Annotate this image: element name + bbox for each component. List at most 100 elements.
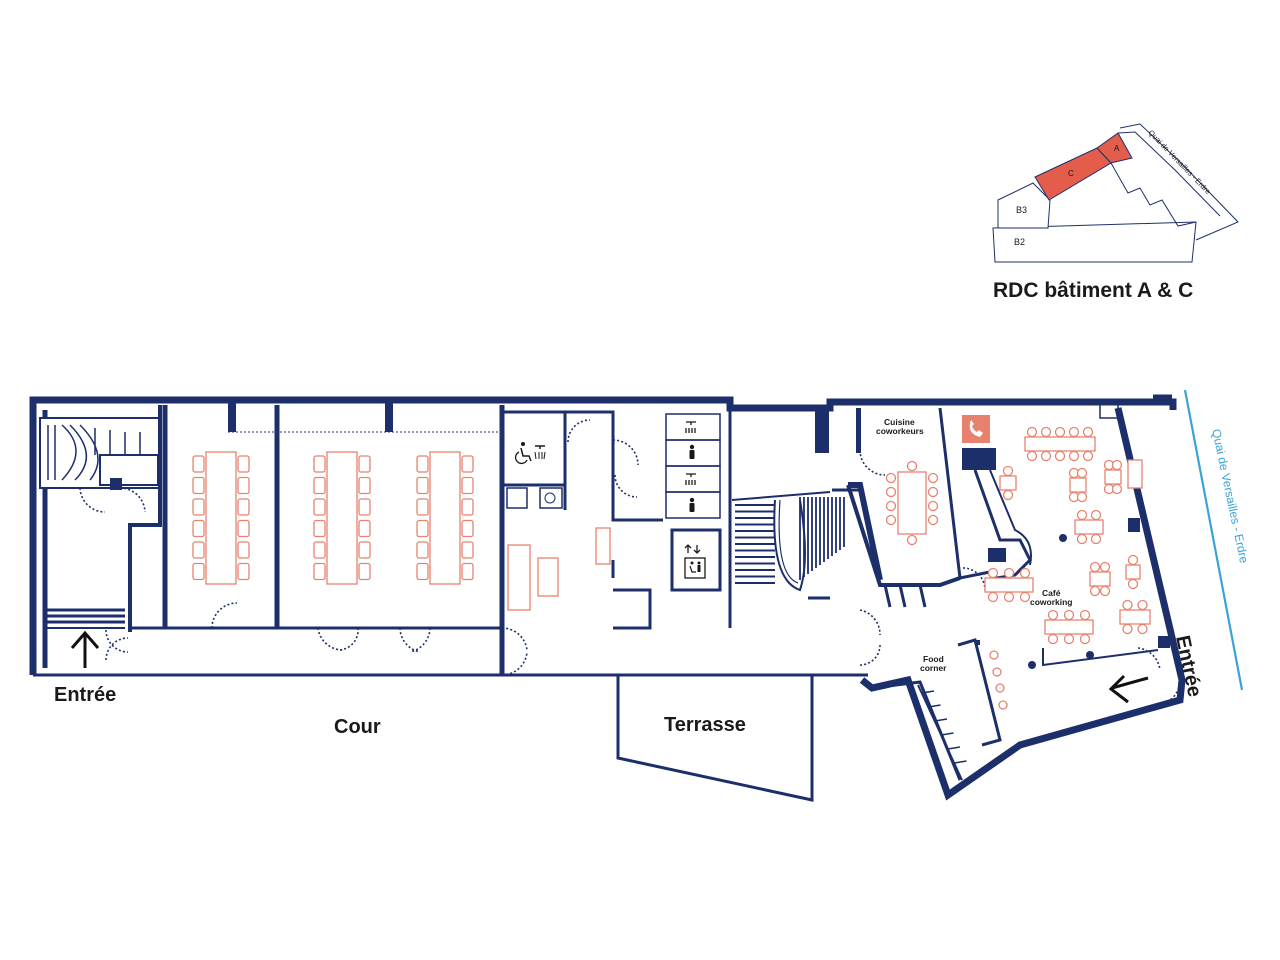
accessible-shower-icon — [515, 442, 546, 464]
cafe-chair — [1068, 450, 1080, 462]
cafe-chair — [1082, 426, 1094, 438]
chair — [237, 476, 250, 495]
chair — [192, 519, 205, 538]
cafe-chair — [906, 460, 918, 472]
chair — [416, 519, 429, 538]
cafe-chair — [1003, 591, 1015, 603]
cafe-chair — [1076, 491, 1088, 503]
chair — [461, 519, 474, 538]
cafe-chair — [1079, 609, 1091, 621]
cafe-chair — [1090, 509, 1102, 521]
chair — [192, 562, 205, 581]
cafe-label-line1: Café — [1042, 588, 1061, 598]
chair — [358, 519, 371, 538]
cafe-table — [984, 577, 1034, 593]
meeting-rooms — [130, 402, 505, 675]
counter-mark — [928, 704, 941, 708]
elevator-icon — [684, 544, 706, 579]
cafe-chair — [1026, 426, 1038, 438]
cafe-chair — [885, 500, 897, 512]
cafe-chair — [1137, 623, 1148, 635]
person-icon — [689, 444, 695, 512]
shower-icon — [685, 421, 696, 485]
cafe-chair — [1054, 426, 1066, 438]
entrance-arrow-icon — [70, 630, 100, 668]
chair — [313, 476, 326, 495]
cafe-table — [1125, 564, 1141, 580]
central-staircase — [731, 408, 861, 600]
cafe-chair — [1003, 567, 1015, 579]
cafe-chair — [1089, 585, 1101, 597]
cafe-furniture — [885, 426, 1151, 710]
entrance-arrow-icon — [1108, 674, 1149, 704]
cafe-chair — [927, 486, 939, 498]
cafe-table — [999, 475, 1017, 491]
cafe-table — [1069, 477, 1087, 493]
chair — [237, 455, 250, 473]
cafe-chair — [987, 567, 999, 579]
food-label-line1: Food — [923, 654, 944, 664]
chair — [192, 476, 205, 495]
chair — [358, 498, 371, 516]
entrance-label-left: Entrée — [54, 684, 116, 706]
bar-stool — [992, 667, 1002, 677]
cafe-chair — [1079, 633, 1091, 645]
cafe-table — [1104, 469, 1122, 485]
cafe-chair — [1076, 467, 1088, 479]
cafe-chair — [1076, 533, 1088, 545]
cafe-label-line2: coworking — [1030, 597, 1073, 607]
chair — [416, 498, 429, 516]
cour-label: Cour — [334, 716, 381, 738]
cafe-chair — [1002, 489, 1014, 501]
chair — [416, 562, 429, 581]
cafe-chair — [1089, 561, 1101, 573]
chair — [192, 455, 205, 473]
cafe-chair — [1137, 599, 1148, 611]
bar-stool — [989, 650, 999, 660]
phone-icon — [962, 415, 990, 443]
chair — [237, 541, 250, 559]
cafe-chair — [1068, 426, 1080, 438]
cafe-chair — [1082, 450, 1094, 462]
cafe-chair — [1099, 585, 1111, 597]
cafe-table — [1127, 459, 1143, 489]
cafe-chair — [927, 472, 939, 484]
cafe-chair — [1019, 567, 1031, 579]
counter-mark — [947, 746, 961, 750]
chair — [313, 455, 326, 473]
food-label-line2: corner — [920, 663, 947, 673]
chair — [192, 541, 205, 559]
central-zone — [501, 405, 732, 676]
cafe-chair — [885, 486, 897, 498]
site-minimap: A C B3 B2 Quai de Versailles - Erdre RDC… — [992, 123, 1239, 302]
chair — [358, 476, 371, 495]
chair — [461, 498, 474, 516]
cafe-chair — [885, 472, 897, 484]
building-a-block — [1096, 132, 1133, 164]
chair — [313, 519, 326, 538]
block-b2-label: B2 — [1014, 237, 1025, 247]
chair — [313, 498, 326, 516]
street-line — [1183, 389, 1244, 691]
long-cafe-table — [1024, 436, 1096, 452]
cafe-chair — [1090, 533, 1102, 545]
meeting-chairs — [192, 455, 474, 581]
cafe-chair — [1111, 483, 1123, 495]
chair — [358, 455, 371, 473]
chair — [416, 455, 429, 473]
terrasse-area — [616, 673, 814, 802]
counter-mark — [954, 760, 967, 764]
cafe-chair — [1019, 591, 1031, 603]
cafe-chair — [1040, 450, 1052, 462]
minimap-title: RDC bâtiment A & C — [993, 279, 1193, 302]
cafe-chair — [1063, 609, 1075, 621]
conference-table-2 — [326, 451, 358, 585]
minimap-street-label: Quai de Versailles - Erdre — [1147, 128, 1213, 196]
cafe-table — [1119, 609, 1151, 625]
cafe-chair — [1026, 450, 1038, 462]
cafe-chair — [1063, 633, 1075, 645]
cafe-chair — [1122, 599, 1133, 611]
cafe-chair — [1002, 465, 1014, 477]
chair — [416, 476, 429, 495]
